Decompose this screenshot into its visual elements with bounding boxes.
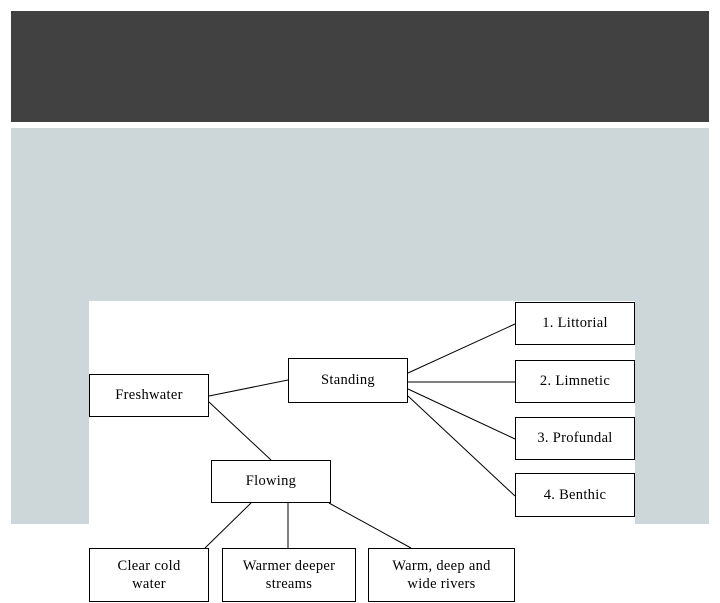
connector-flowing-to-clear-cold <box>204 502 252 549</box>
node-clear-cold[interactable]: Clear cold water <box>89 548 209 602</box>
connector-standing-to-benthic <box>407 395 516 497</box>
connector-freshwater-to-flowing <box>208 401 272 461</box>
node-benthic[interactable]: 4. Benthic <box>515 473 635 517</box>
node-standing[interactable]: Standing <box>288 358 408 403</box>
node-flowing[interactable]: Flowing <box>211 460 331 503</box>
connector-standing-to-profundal <box>407 388 516 440</box>
node-limnetic[interactable]: 2. Limnetic <box>515 360 635 403</box>
node-warmer-streams[interactable]: Warmer deeper streams <box>222 548 356 602</box>
node-freshwater[interactable]: Freshwater <box>89 374 209 417</box>
connector-freshwater-to-standing <box>208 379 289 397</box>
connector-standing-to-littorial <box>407 323 516 374</box>
node-profundal[interactable]: 3. Profundal <box>515 417 635 460</box>
slide-title-band <box>11 11 709 122</box>
connector-flowing-to-warm-rivers <box>328 502 412 549</box>
node-littorial[interactable]: 1. Littorial <box>515 302 635 345</box>
node-warm-rivers[interactable]: Warm, deep and wide rivers <box>368 548 515 602</box>
